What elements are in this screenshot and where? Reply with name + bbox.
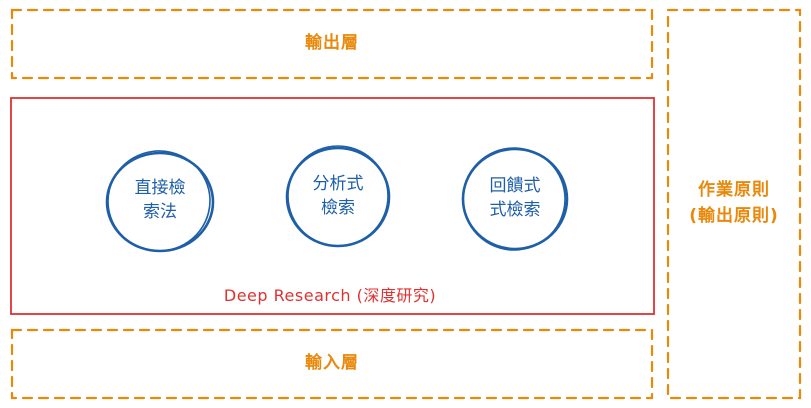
input-layer-box [10,328,654,400]
method-circle-2 [285,145,391,248]
method-circle-1 [105,150,215,253]
method-circle-3 [461,147,569,251]
deep-research-box [10,97,655,315]
method-label-3-line2: 式檢索 [489,200,541,220]
output-layer-label: 輸出層 [305,33,359,53]
deep-research-label: Deep Research (深度研究) [223,286,437,305]
method-label-1-line2: 索法 [143,202,177,222]
principles-label-line1: 作業原則 [698,180,770,200]
principles-box [666,8,802,400]
principles-label-line2: (輸出原則) [689,206,779,226]
input-layer-label: 輸入層 [305,353,359,373]
method-label-2-line1: 分析式 [312,174,364,194]
method-label-3-line1: 回饋式 [489,176,541,196]
method-label-1-line1: 直接檢 [134,178,186,198]
output-layer-box [10,8,654,80]
method-label-2-line2: 檢索 [321,198,355,218]
